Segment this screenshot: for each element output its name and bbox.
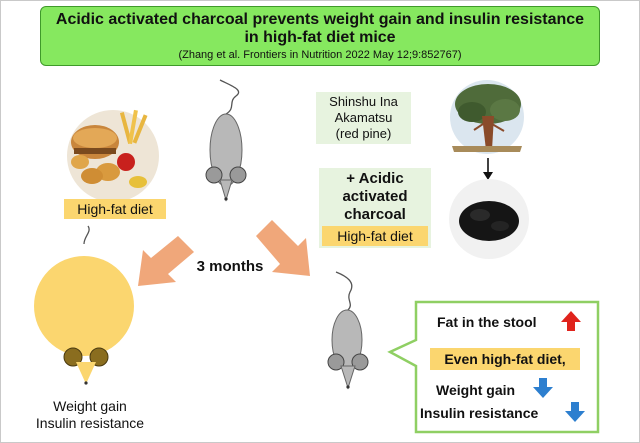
arrow-right-orange-icon — [256, 220, 310, 276]
diet-label-left: High-fat diet — [64, 199, 166, 219]
arrow-down-blue-icon-insulin — [565, 402, 585, 422]
charcoal-powder-image — [449, 179, 529, 259]
red-pine-tree-image — [450, 80, 524, 154]
mouse-obese-icon — [34, 225, 134, 385]
title-line-2: in high-fat diet mice — [244, 29, 396, 46]
mouse-control-icon — [205, 79, 247, 202]
outcome-left-line-2: Insulin resistance — [35, 415, 145, 431]
outcome-left: Weight gain Insulin resistance — [10, 398, 170, 432]
outcome-left-line-1: Weight gain — [53, 398, 127, 414]
fast-food-image — [67, 109, 159, 202]
source-box: Shinshu Ina Akamatsu (red pine) — [316, 92, 411, 144]
fat-in-stool-text: Fat in the stool — [437, 314, 537, 330]
citation: (Zhang et al. Frontiers in Nutrition 202… — [178, 49, 462, 61]
treatment-line-2: activated — [342, 188, 408, 205]
title-banner: Acidic activated charcoal prevents weigh… — [40, 6, 600, 66]
arrow-down-blue-icon-weight — [533, 378, 553, 398]
insulin-resistance-text: Insulin resistance — [420, 405, 539, 421]
diet-label-right: High-fat diet — [322, 226, 428, 246]
treatment-line-3: charcoal — [344, 206, 406, 223]
title-line-1: Acidic activated charcoal prevents weigh… — [55, 11, 585, 28]
source-line-1: Shinshu Ina — [329, 94, 398, 109]
duration-label: 3 months — [196, 258, 264, 275]
source-line-3: (red pine) — [335, 126, 392, 141]
mouse-treated-icon — [327, 271, 369, 390]
arrow-left-orange-icon — [138, 236, 194, 286]
even-high-fat-text: Even high-fat diet, — [430, 348, 580, 370]
weight-gain-text: Weight gain — [436, 382, 516, 398]
treatment-line-1: + Acidic — [346, 170, 404, 187]
arrow-down-black-icon — [483, 158, 493, 180]
arrow-up-red-icon — [561, 311, 581, 331]
source-line-2: Akamatsu — [334, 110, 393, 125]
